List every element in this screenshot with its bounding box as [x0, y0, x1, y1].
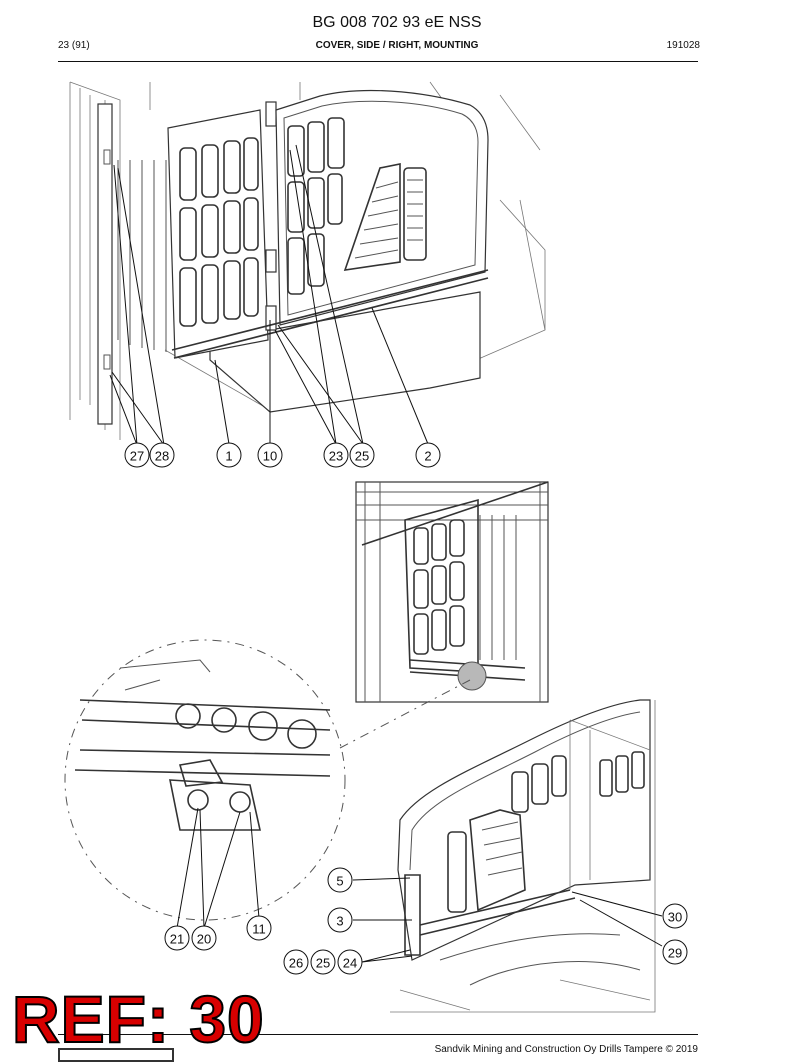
callout-5: 5 [327, 867, 353, 893]
svg-text:25: 25 [355, 449, 369, 464]
footer-copyright: Sandvik Mining and Construction Oy Drill… [434, 1044, 698, 1055]
svg-text:3: 3 [336, 914, 343, 929]
svg-text:28: 28 [155, 449, 169, 464]
svg-text:27: 27 [130, 449, 144, 464]
svg-text:29: 29 [668, 946, 682, 961]
callout-25-top: 25 [349, 442, 375, 468]
callout-20: 20 [191, 925, 217, 951]
door-iso-view [355, 481, 549, 703]
left-door-grille [179, 137, 259, 327]
svg-text:30: 30 [668, 910, 682, 925]
callout-29: 29 [662, 939, 688, 965]
svg-text:26: 26 [289, 956, 303, 971]
svg-text:20: 20 [197, 932, 211, 947]
callout-11: 11 [246, 915, 272, 941]
callout-30: 30 [662, 903, 688, 929]
right-door-vent [287, 117, 427, 295]
callout-24: 24 [337, 949, 363, 975]
svg-text:23: 23 [329, 449, 343, 464]
callouts-lower-view: 5 3 26 25 24 30 29 [283, 867, 688, 975]
callout-23: 23 [323, 442, 349, 468]
callout-25-bottom: 25 [310, 949, 336, 975]
page-number: 23 (91) [58, 40, 90, 51]
callout-3: 3 [327, 907, 353, 933]
svg-text:11: 11 [252, 922, 266, 937]
svg-text:10: 10 [263, 449, 277, 464]
svg-text:24: 24 [343, 956, 357, 971]
header-rule [58, 61, 698, 62]
lower-view-leaders [352, 877, 663, 963]
callout-26: 26 [283, 949, 309, 975]
footer-rule [58, 1034, 698, 1035]
section-title: COVER, SIDE / RIGHT, MOUNTING [315, 40, 479, 51]
ref-stamp: REF: 30 [11, 982, 265, 1056]
document-title: BG 008 702 93 eE NSS [312, 14, 482, 31]
date-code: 191028 [666, 40, 700, 51]
svg-text:2: 2 [424, 449, 431, 464]
svg-text:1: 1 [225, 449, 232, 464]
main-assembly-view [69, 81, 546, 440]
lower-assembly-view [390, 699, 656, 1013]
callout-10: 10 [257, 442, 283, 468]
detail-view [64, 639, 471, 921]
main-view-leaders [109, 144, 429, 446]
callout-1: 1 [216, 442, 242, 468]
svg-text:5: 5 [336, 874, 343, 889]
callout-2: 2 [415, 442, 441, 468]
detail-view-leaders [176, 807, 260, 929]
callout-21: 21 [164, 925, 190, 951]
callouts-main-view: 27 28 1 10 23 25 2 [124, 442, 441, 468]
callout-27: 27 [124, 442, 150, 468]
callouts-detail-view: 21 20 11 [164, 915, 272, 951]
svg-text:25: 25 [316, 956, 330, 971]
svg-text:21: 21 [170, 932, 184, 947]
callout-28: 28 [149, 442, 175, 468]
